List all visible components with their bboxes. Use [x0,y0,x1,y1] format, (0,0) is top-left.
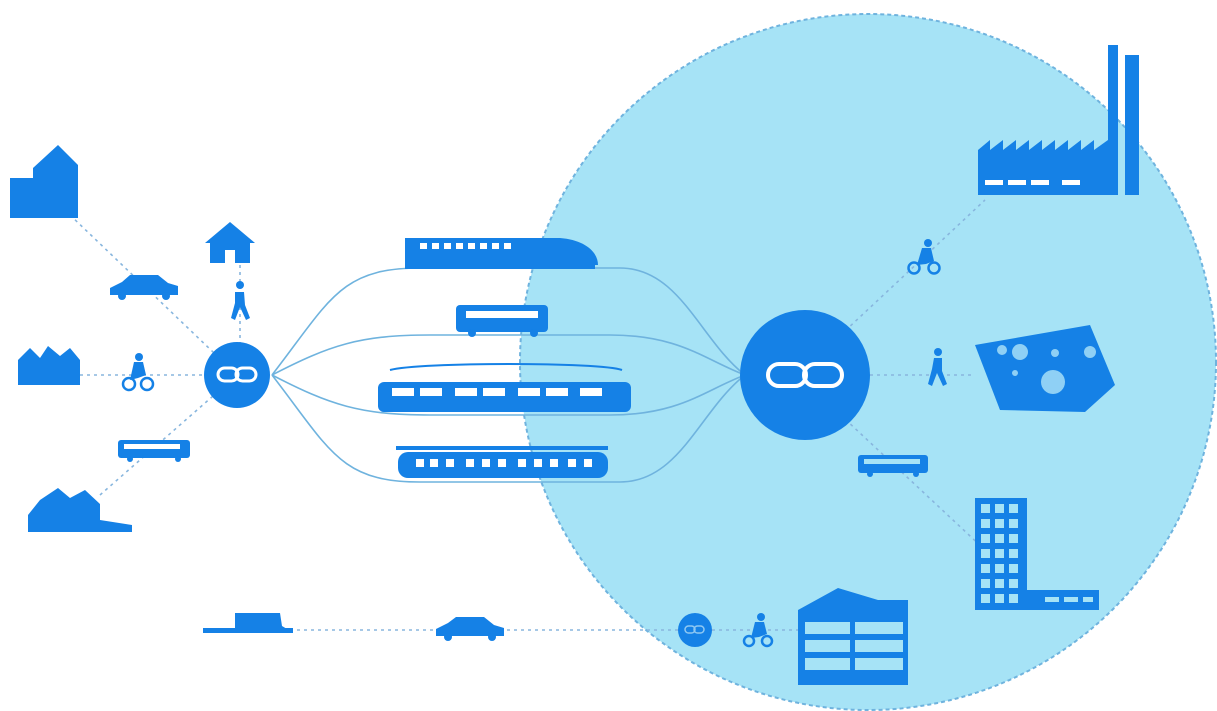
bicycle-icon [742,613,774,648]
left-hub [204,342,270,408]
dest-factory [978,45,1139,195]
origin-house-row [18,346,80,385]
train-icon [396,446,608,478]
bicycle-icon [907,239,941,275]
tram-icon [378,363,631,412]
origin-house-small [205,222,255,263]
car-icon [110,275,178,300]
car-icon [436,617,504,641]
pedestrian-icon [231,281,250,320]
origin-house-cluster [28,488,132,532]
origin-house-large [10,145,78,218]
bus-icon [456,305,548,337]
chain-link-icon [216,366,258,383]
origin-low-building [203,613,293,633]
bicycle-icon [121,353,155,392]
dest-park [975,325,1115,412]
right-hub [740,310,870,440]
dest-office [975,498,1099,610]
bottom-hub [678,613,712,647]
chain-link-icon [766,362,844,388]
bus-icon [858,455,928,477]
pedestrian-icon [928,348,947,386]
chain-link-icon [684,625,705,634]
dest-warehouse [798,588,908,685]
train-icon [405,238,598,269]
bus-icon [118,440,190,462]
